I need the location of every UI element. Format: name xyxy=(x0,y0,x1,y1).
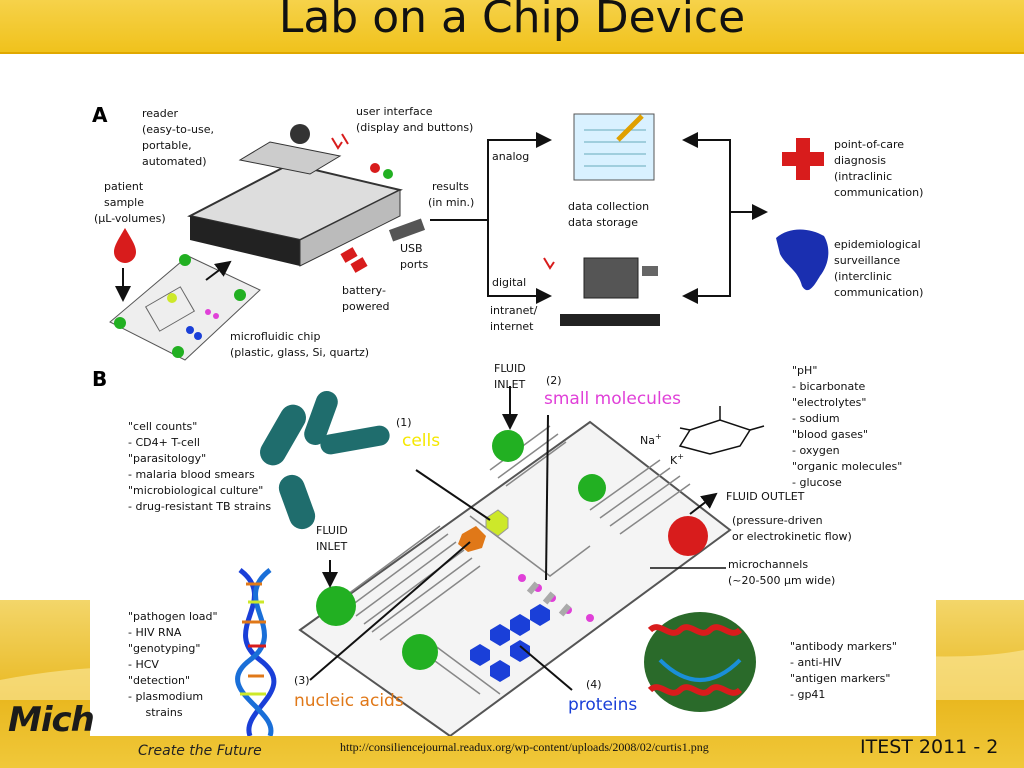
protein-applications-list: "antibody markers"- anti-HIV"antigen mar… xyxy=(790,640,897,701)
notebook-icon xyxy=(573,113,655,181)
molecule-applications-list: "pH"- bicarbonate"electrolytes"- sodium"… xyxy=(792,364,902,489)
title-bar xyxy=(0,0,1024,54)
power-icon xyxy=(290,124,310,144)
fluid-outlet-label: FLUID OUTLET xyxy=(726,490,805,503)
cell-applications-list: "cell counts"- CD4+ T-cell"parasitology"… xyxy=(128,420,271,513)
slide-footer: ITEST 2011 - 2 xyxy=(860,736,999,758)
glucose-molecule-icon xyxy=(678,406,765,455)
analog-label: analog xyxy=(492,150,529,163)
reader-label: reader(easy-to-use,portable,automated) xyxy=(142,107,214,168)
microchannels-label: microchannels(~20-500 µm wide) xyxy=(728,558,835,587)
computer-icon xyxy=(543,257,660,326)
small-molecules-label: small molecules xyxy=(544,389,681,409)
cells-label: cells xyxy=(402,431,440,451)
na-label: Na+ xyxy=(640,432,662,447)
num-4-label: (4) xyxy=(586,678,602,691)
panel-b-letter: B xyxy=(92,367,107,391)
microfluidic-chip-label: microfluidic chip(plastic, glass, Si, qu… xyxy=(230,330,369,359)
proteins-label: proteins xyxy=(568,695,637,715)
slide-title: Lab on a Chip Device xyxy=(278,0,746,43)
intranet-label: intranet/internet xyxy=(490,304,538,333)
red-cross-icon xyxy=(782,138,824,180)
nucleic-acids-label: nucleic acids xyxy=(294,691,404,711)
michigan-logo: Mich xyxy=(8,700,95,740)
blood-drop-icon xyxy=(114,228,136,263)
dna-icon xyxy=(235,568,277,737)
lab-on-chip-figure: A reader(easy-to-use,portable,automated)… xyxy=(92,103,923,738)
user-interface-label: user interface(display and buttons) xyxy=(356,105,473,134)
source-url: http://consiliencejournal.readux.org/wp-… xyxy=(340,740,709,754)
num-1-label: (1) xyxy=(396,416,412,429)
results-label: results(in min.) xyxy=(428,180,474,209)
africa-map-icon xyxy=(776,229,829,291)
cells-icon xyxy=(260,391,390,530)
microfluidic-chip-a xyxy=(109,254,261,361)
usb-icon xyxy=(388,218,426,242)
protein-structure-icon xyxy=(644,612,756,712)
num-2-label: (2) xyxy=(546,374,562,387)
battery-label: battery-powered xyxy=(342,284,390,313)
digital-label: digital xyxy=(492,276,526,289)
num-3-label: (3) xyxy=(294,674,310,687)
panel-a-letter: A xyxy=(92,103,108,127)
tagline: Create the Future xyxy=(138,743,262,759)
k-label: K+ xyxy=(670,452,684,467)
reader-device xyxy=(187,124,426,273)
nucleic-applications-list: "pathogen load"- HIV RNA"genotyping"- HC… xyxy=(128,610,218,719)
diagram-panel: A reader(easy-to-use,portable,automated)… xyxy=(90,90,936,738)
